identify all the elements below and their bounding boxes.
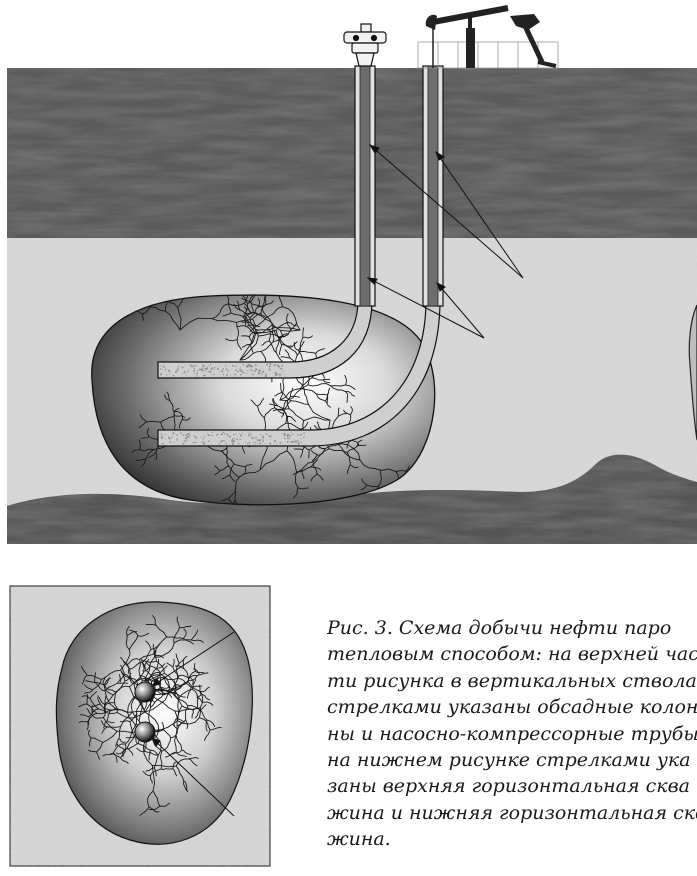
vein xyxy=(309,450,310,458)
figure-caption: Рис. 3. Схема добычи нефти паро тепловым… xyxy=(327,615,697,865)
vein xyxy=(327,395,328,403)
steam-chamber-reservoir xyxy=(92,295,435,505)
wellhead-icon xyxy=(344,24,386,66)
caption-line: стрелками указаны обсадные колон xyxy=(327,694,697,720)
vein xyxy=(87,694,88,704)
caption-line: ны и насосно-компрессорные трубы, xyxy=(327,721,697,747)
caption-line: тепловым способом: на верхней час xyxy=(327,641,697,667)
caption-line: жина и нижняя горизонтальная сква xyxy=(327,800,697,826)
caption-line: заны верхняя горизонтальная сква xyxy=(327,773,697,799)
vertical-well-right xyxy=(423,66,443,306)
pumpjack-icon xyxy=(418,8,558,68)
vertical-well-left xyxy=(355,66,375,306)
cross-section-view xyxy=(10,586,270,866)
caption-line: на нижнем рисунке стрелками ука xyxy=(327,747,697,773)
caption-line: Рис. 3. Схема добычи нефти паро xyxy=(327,615,697,641)
caption-line: жина. xyxy=(327,826,697,852)
caption-line: ти рисунка в вертикальных стволах xyxy=(327,668,697,694)
vein xyxy=(265,297,266,305)
upper-well-cross-section xyxy=(135,682,155,702)
